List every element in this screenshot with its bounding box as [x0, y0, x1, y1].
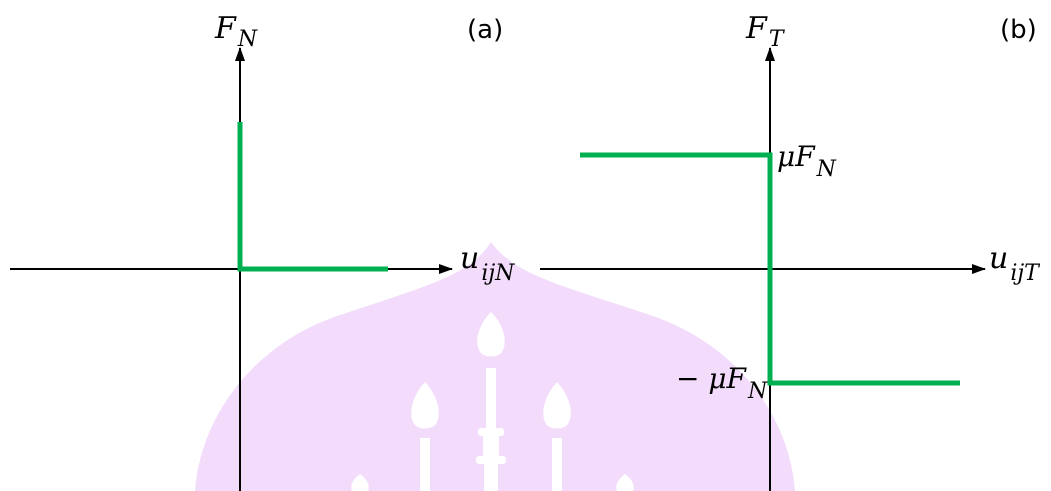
panel-b-tangential-force-curve	[580, 152, 960, 386]
panel-a-tag: (a)	[467, 15, 503, 45]
panel-b-y-axis-label: FT	[745, 11, 786, 52]
panel-a-normal-force-curve	[237, 122, 388, 272]
mosque-dome-emblem-icon	[195, 242, 795, 491]
panel-b-upper-limit-label: μFN	[777, 140, 837, 182]
panel-a: FN uijN (a)	[10, 11, 515, 491]
panel-a-x-axis-label: uijN	[460, 241, 515, 286]
panel-b-lower-limit-label: − μFN	[676, 362, 768, 404]
panel-b: FT uijT μFN − μFN (b)	[540, 11, 1041, 491]
panel-b-tag: (b)	[1000, 15, 1037, 45]
panel-b-x-axis-label: uijT	[989, 241, 1041, 286]
panel-a-y-axis-label: FN	[214, 11, 258, 52]
